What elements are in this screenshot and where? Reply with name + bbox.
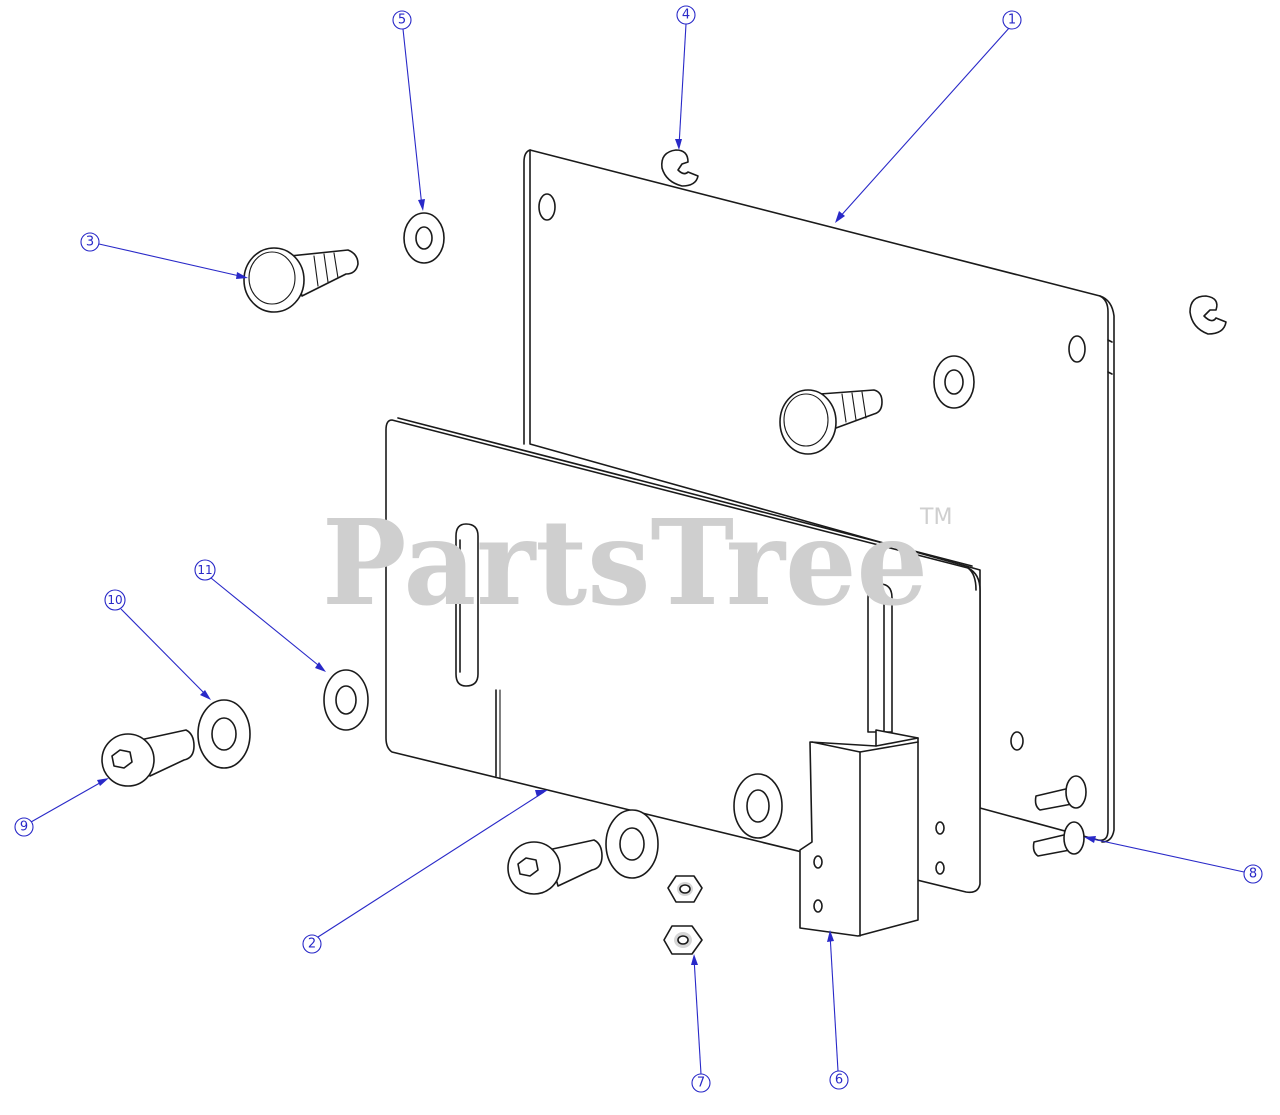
callout-8[interactable]: 8 [1084, 836, 1263, 884]
callout-9[interactable]: 9 [14, 778, 109, 837]
back-plate [523, 149, 1115, 843]
washer-part-11 [323, 669, 369, 731]
callout-number: 1 [1008, 13, 1016, 28]
lock-nut-lower [663, 925, 703, 955]
callout-11[interactable]: 11 [194, 559, 326, 672]
callout-number: 7 [697, 1076, 705, 1091]
bracket [799, 729, 919, 937]
lock-nut-upper [667, 875, 703, 903]
callout-3[interactable]: 3 [80, 232, 248, 279]
plate-washer [733, 773, 783, 839]
callout-1[interactable]: 1 [835, 10, 1022, 223]
callout-4[interactable]: 4 [675, 5, 696, 150]
callout-number: 6 [835, 1073, 843, 1088]
callout-10[interactable]: 10 [104, 589, 211, 700]
washer-part-10 [197, 699, 251, 769]
watermark: PartsTree TM [322, 493, 952, 632]
callout-number: 10 [107, 593, 122, 607]
rivet-pin-lower [1032, 821, 1085, 857]
callout-number: 11 [197, 563, 212, 577]
shoulder-bolt-part-9 [101, 729, 195, 787]
washer-part-5 [403, 212, 445, 264]
thumb-knob [243, 247, 359, 313]
washer-on-plate [933, 355, 975, 409]
callout-number: 3 [86, 235, 94, 250]
knob-on-plate [779, 389, 883, 455]
e-clip-right [1189, 295, 1227, 335]
callout-2[interactable]: 2 [302, 790, 548, 954]
watermark-brand: PartsTree [322, 493, 928, 632]
washer-lower [605, 809, 659, 879]
callout-number: 5 [398, 13, 406, 28]
callout-number: 4 [682, 8, 690, 23]
watermark-trademark: TM [919, 505, 952, 530]
callout-6[interactable]: 6 [827, 930, 849, 1090]
rivet-pin-upper [1034, 775, 1087, 811]
callouts: 1 2 3 4 5 6 [14, 5, 1263, 1093]
callout-number: 9 [20, 820, 28, 835]
callout-5[interactable]: 5 [392, 10, 425, 211]
shoulder-bolt-lower [507, 839, 603, 895]
e-clip-top [660, 149, 699, 187]
callout-7[interactable]: 7 [691, 954, 711, 1093]
callout-number: 2 [308, 937, 316, 952]
callout-number: 8 [1249, 867, 1257, 882]
